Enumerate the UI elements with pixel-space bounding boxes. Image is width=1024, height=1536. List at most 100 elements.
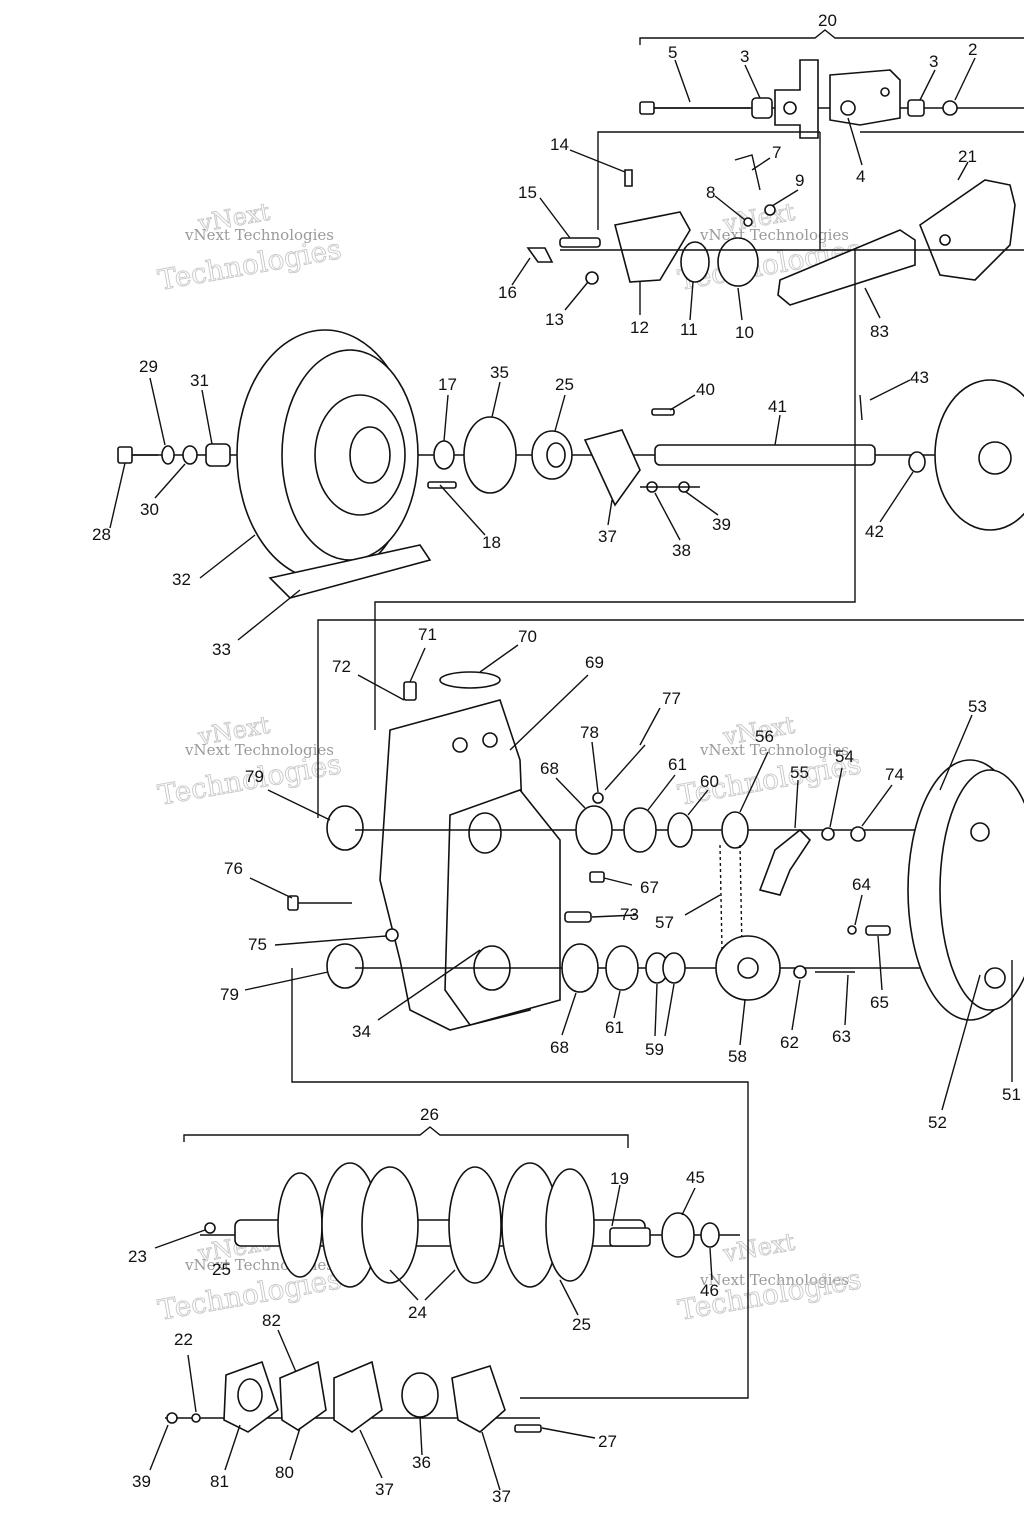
- chaincase-assembly: [287, 619, 1024, 1399]
- clevis-pin: [559, 237, 601, 248]
- callout: 61: [668, 755, 687, 774]
- callout: 3: [740, 47, 749, 66]
- callout: 61: [605, 1018, 624, 1037]
- cam-arm: [614, 211, 691, 283]
- watermark-mid-left: vNext vNext Technologies Technologies: [155, 710, 344, 812]
- callout: 79: [245, 767, 264, 786]
- pin: [624, 169, 633, 187]
- snap-ring: [700, 1222, 720, 1248]
- callout: 54: [835, 747, 854, 766]
- callout: 63: [832, 1027, 851, 1046]
- spacer: [751, 97, 773, 119]
- callout: 69: [585, 653, 604, 672]
- callout: 9: [795, 171, 804, 190]
- bracket-hole: [783, 101, 797, 115]
- callout: 7: [772, 143, 781, 162]
- cover-pin: [865, 925, 891, 936]
- callout: 31: [190, 371, 209, 390]
- callout: 11: [680, 320, 698, 339]
- callout: 51: [1002, 1085, 1021, 1104]
- cover-hole: [984, 967, 1006, 989]
- callout: 73: [620, 905, 639, 924]
- callout: 39: [712, 515, 731, 534]
- drain-plug: [589, 871, 605, 883]
- callout: 59: [645, 1040, 664, 1059]
- nut: [942, 100, 958, 116]
- callout: 65: [870, 993, 889, 1012]
- callout: 60: [700, 772, 719, 791]
- callout: 30: [140, 500, 159, 519]
- oil-seal-upper: [326, 805, 364, 851]
- callout: 17: [438, 375, 457, 394]
- track-sprocket-6: [545, 1168, 595, 1282]
- pulley-bore: [349, 426, 391, 484]
- roller: [717, 237, 759, 287]
- callout: 36: [412, 1453, 431, 1472]
- callout: 21: [958, 147, 977, 166]
- callout: 16: [498, 283, 517, 302]
- callout: 28: [92, 525, 111, 544]
- washer: [821, 827, 835, 841]
- grease-fitting: [204, 1222, 216, 1234]
- callout: 37: [375, 1480, 394, 1499]
- callout: 57: [655, 913, 674, 932]
- spacer-ring-upper: [623, 807, 657, 853]
- callout: 37: [492, 1487, 511, 1506]
- dowel-pin: [564, 911, 592, 923]
- chaincase-cover: [444, 789, 561, 1026]
- actuator-cylinder: [777, 229, 916, 306]
- bolt-head: [287, 895, 299, 911]
- lower-frame: [291, 968, 749, 1399]
- leader-lines: [109, 57, 1013, 1491]
- shaft-key: [651, 408, 675, 416]
- nut: [850, 826, 866, 842]
- callout: 25: [555, 375, 574, 394]
- jam-nut: [592, 792, 604, 804]
- case-hole: [452, 737, 468, 753]
- watermark-text: vNext Technologies: [699, 741, 849, 759]
- drive-belt: [268, 544, 432, 599]
- callout: 58: [728, 1047, 747, 1066]
- callout: 41: [768, 397, 787, 416]
- callout: 12: [630, 318, 649, 337]
- callout: 70: [518, 627, 537, 646]
- callout: 67: [640, 878, 659, 897]
- callout: 64: [852, 875, 871, 894]
- watermark-top-left: vNext vNext Technologies Technologies: [155, 197, 344, 297]
- filler-cap-gasket: [439, 671, 501, 689]
- bushing: [680, 241, 710, 283]
- callout: 37: [598, 527, 617, 546]
- callout: 24: [408, 1303, 427, 1322]
- housing-hole-small: [880, 87, 890, 97]
- spring-clip: [734, 154, 761, 191]
- callout: 77: [662, 689, 681, 708]
- callout: 20: [818, 11, 837, 30]
- housing-hole: [840, 100, 856, 116]
- cover-hole: [970, 822, 990, 842]
- callout: 42: [865, 522, 884, 541]
- callout: 83: [870, 322, 889, 341]
- bracket-hole: [939, 234, 951, 246]
- bearing-flange-seal: [279, 1360, 327, 1431]
- callout: 68: [550, 1038, 569, 1057]
- fill-plug: [403, 681, 417, 701]
- callout: 43: [910, 368, 929, 387]
- group-frame-left: [597, 131, 820, 230]
- callout: 72: [332, 657, 351, 676]
- sprocket-hub: [737, 957, 759, 979]
- callout: 79: [220, 985, 239, 1004]
- bracket-plate: [774, 59, 819, 139]
- connector-line: [374, 132, 856, 730]
- nut-small: [764, 204, 776, 216]
- callout: 74: [885, 765, 904, 784]
- callout: 15: [518, 183, 537, 202]
- callout: 46: [700, 1281, 719, 1300]
- callout: 55: [790, 763, 809, 782]
- carriage-bolt: [514, 1424, 542, 1433]
- callout: 23: [128, 1247, 147, 1266]
- callout: 38: [672, 541, 691, 560]
- track-sprocket-3: [361, 1166, 419, 1284]
- callout: 53: [968, 697, 987, 716]
- axle-bearing: [401, 1372, 439, 1418]
- shim-washer-b: [662, 952, 686, 984]
